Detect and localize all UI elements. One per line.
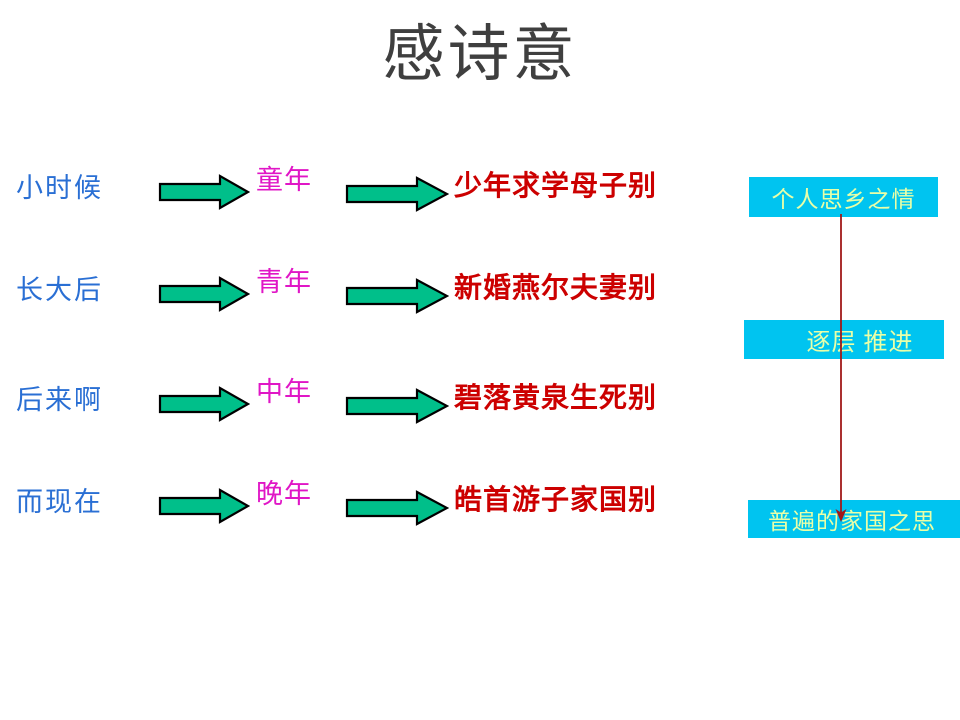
- arrow-right-icon: [345, 490, 449, 526]
- farewell-label-0: 少年求学母子别: [454, 171, 658, 202]
- arrow-right-icon: [345, 176, 449, 212]
- stage-label-0: 小时候: [16, 173, 103, 203]
- arrow-right-icon: [158, 174, 250, 210]
- arrow-right-icon: [345, 388, 449, 424]
- arrow-right-icon: [158, 276, 250, 312]
- arrow-right-icon: [158, 488, 250, 524]
- flow-row: 而现在 晚年 皓首游子家国别: [0, 472, 740, 536]
- flow-row: 长大后 青年 新婚燕尔夫妻别: [0, 260, 740, 324]
- arrow-right-icon: [158, 386, 250, 422]
- down-arrow-line-icon: [835, 214, 847, 522]
- theme-box-personal: 个人思乡之情: [749, 177, 938, 217]
- age-label-3: 晚年: [256, 479, 312, 509]
- theme-box-progression: 逐层 推进: [744, 320, 944, 359]
- stage-label-2: 后来啊: [16, 385, 103, 415]
- farewell-label-2: 碧落黄泉生死别: [454, 383, 658, 414]
- farewell-label-3: 皓首游子家国别: [454, 485, 658, 516]
- age-label-0: 童年: [256, 165, 312, 195]
- flow-row: 后来啊 中年 碧落黄泉生死别: [0, 370, 740, 434]
- stage-label-1: 长大后: [16, 275, 103, 305]
- farewell-label-1: 新婚燕尔夫妻别: [454, 273, 658, 304]
- page-title: 感诗意: [382, 17, 578, 90]
- age-label-1: 青年: [256, 267, 312, 297]
- theme-box-universal: 普遍的家国之思: [748, 500, 960, 538]
- age-label-2: 中年: [256, 377, 312, 407]
- arrow-right-icon: [345, 278, 449, 314]
- stage-label-3: 而现在: [16, 487, 103, 517]
- flow-row: 小时候 童年 少年求学母子别: [0, 158, 740, 222]
